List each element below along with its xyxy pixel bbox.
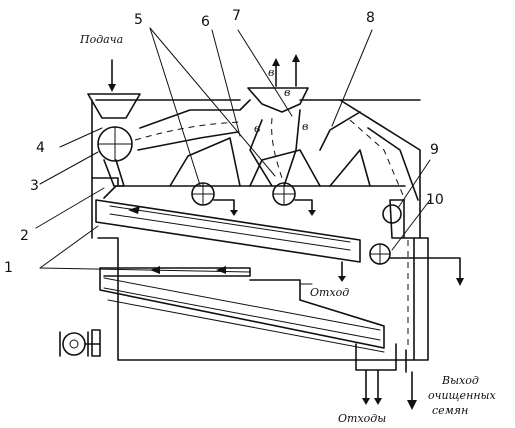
mid-waste-outlet: [249, 261, 346, 301]
upper-sieve: [95, 199, 361, 263]
settling-chambers: [169, 137, 371, 216]
callout-10: 10: [426, 192, 444, 208]
feed-roll: [97, 126, 133, 162]
mid-waste-label: Отход: [310, 286, 349, 299]
callout-6: 6: [201, 14, 210, 30]
callout-leaders: [35, 27, 431, 273]
outlet-air-channel: [369, 199, 464, 361]
callout-5: 5: [134, 12, 143, 28]
air-channels: [134, 54, 419, 201]
drive-motor: [59, 329, 101, 357]
waste-label: Отходы: [338, 412, 386, 425]
bottom-outlets: [355, 343, 417, 410]
callout-9: 9: [430, 142, 439, 158]
feed-label: Подача: [79, 33, 123, 46]
air-mark: в: [254, 122, 260, 135]
callout-8: 8: [366, 10, 375, 26]
outlet-label-line3: семян: [432, 404, 468, 417]
lower-sieve: [99, 266, 385, 353]
machine-housing: [91, 99, 429, 361]
callout-1: 1: [4, 260, 13, 276]
callout-7: 7: [232, 8, 241, 24]
outlet-label-line1: Выход: [441, 374, 479, 387]
outlet-label-line2: очищенных: [428, 389, 497, 402]
callout-2: 2: [20, 228, 29, 244]
air-mark: в: [302, 120, 308, 133]
air-mark: в: [268, 66, 274, 79]
callout-4: 4: [36, 140, 45, 156]
callout-3: 3: [30, 178, 39, 194]
feed-hopper: [87, 59, 141, 199]
air-mark: в: [284, 86, 290, 99]
